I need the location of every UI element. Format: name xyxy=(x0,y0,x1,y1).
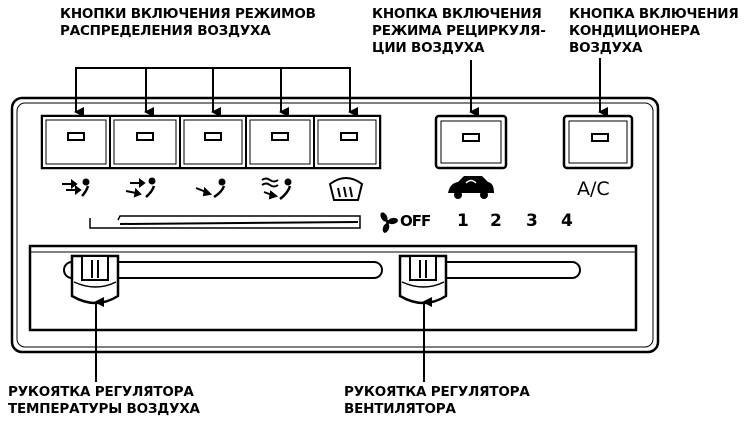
ac-button-callout: КНОПКА ВКЛЮЧЕНИЯ КОНДИЦИОНЕРА ВОЗДУХА xyxy=(569,6,739,56)
ac-label: A/C xyxy=(577,178,610,200)
recirculation-car-icon xyxy=(448,176,494,199)
vent-feet-icon xyxy=(195,178,226,199)
mode-buttons-callout: КНОПКИ ВКЛЮЧЕНИЯ РЕЖИМОВ РАСПРЕДЕЛЕНИЯ В… xyxy=(60,6,316,39)
mode-button-5[interactable] xyxy=(313,115,381,169)
mode-button-1[interactable] xyxy=(41,115,111,169)
ac-button[interactable] xyxy=(562,114,634,170)
ac-indicator xyxy=(591,133,609,142)
recirc-button-callout: КНОПКА ВКЛЮЧЕНИЯ РЕЖИМА РЕЦИРКУЛЯ- ЦИИ В… xyxy=(372,6,546,56)
recirc-indicator xyxy=(462,133,480,142)
fan-lever-callout: РУКОЯТКА РЕГУЛЯТОРА ВЕНТИЛЯТОРА xyxy=(344,384,530,417)
fan-off-label: OFF xyxy=(400,212,431,230)
mode-indicator-bar xyxy=(89,215,361,229)
fan-speed-2: 2 xyxy=(490,211,502,231)
mode-button-3[interactable] xyxy=(179,115,247,169)
vent-face-feet-icon xyxy=(125,177,156,198)
mode-indicator-2 xyxy=(136,132,154,141)
temp-lever-callout: РУКОЯТКА РЕГУЛЯТОРА ТЕМПЕРАТУРЫ ВОЗДУХА xyxy=(8,384,200,417)
mode-indicator-3 xyxy=(204,132,222,141)
mode-button-2[interactable] xyxy=(109,115,181,169)
recirc-button[interactable] xyxy=(434,114,508,170)
vent-feet-defrost-icon xyxy=(261,177,292,200)
vent-face-icon xyxy=(62,178,90,197)
mode-buttons-bracket xyxy=(74,67,358,117)
temp-lever-knob[interactable] xyxy=(70,254,120,305)
defrost-icon xyxy=(328,177,364,201)
mode-button-4[interactable] xyxy=(245,115,315,169)
fan-speed-3: 3 xyxy=(526,211,538,231)
mode-indicator-5 xyxy=(340,132,358,141)
mode-button-group xyxy=(40,114,382,170)
slider-tray xyxy=(28,244,638,332)
fan-lever-knob[interactable] xyxy=(398,254,448,305)
mode-indicator-4 xyxy=(271,132,289,141)
fan-icon xyxy=(380,212,398,233)
fan-speed-4: 4 xyxy=(561,211,573,231)
mode-indicator-1 xyxy=(67,132,85,141)
fan-speed-1: 1 xyxy=(457,211,469,231)
temp-slider-track xyxy=(63,261,383,279)
